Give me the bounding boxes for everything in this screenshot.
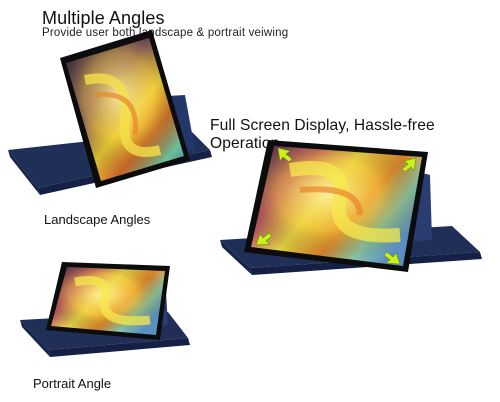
- tablet-landscape-image: [220, 140, 482, 275]
- tablet-rotated-image: [8, 30, 212, 195]
- tablet-portrait-image: [20, 262, 190, 357]
- caption-portrait-angle: Portrait Angle: [33, 376, 112, 391]
- fullscreen-arrows: [255, 147, 417, 265]
- feature-caption: Full Screen Display, Hassle-free Operati…: [210, 117, 435, 152]
- headline-multiple-angles: Multiple Angles: [42, 8, 165, 28]
- caption-landscape-angles: Landscape Angles: [44, 212, 151, 227]
- subheadline: Provide user both landscape & portrait v…: [42, 27, 289, 39]
